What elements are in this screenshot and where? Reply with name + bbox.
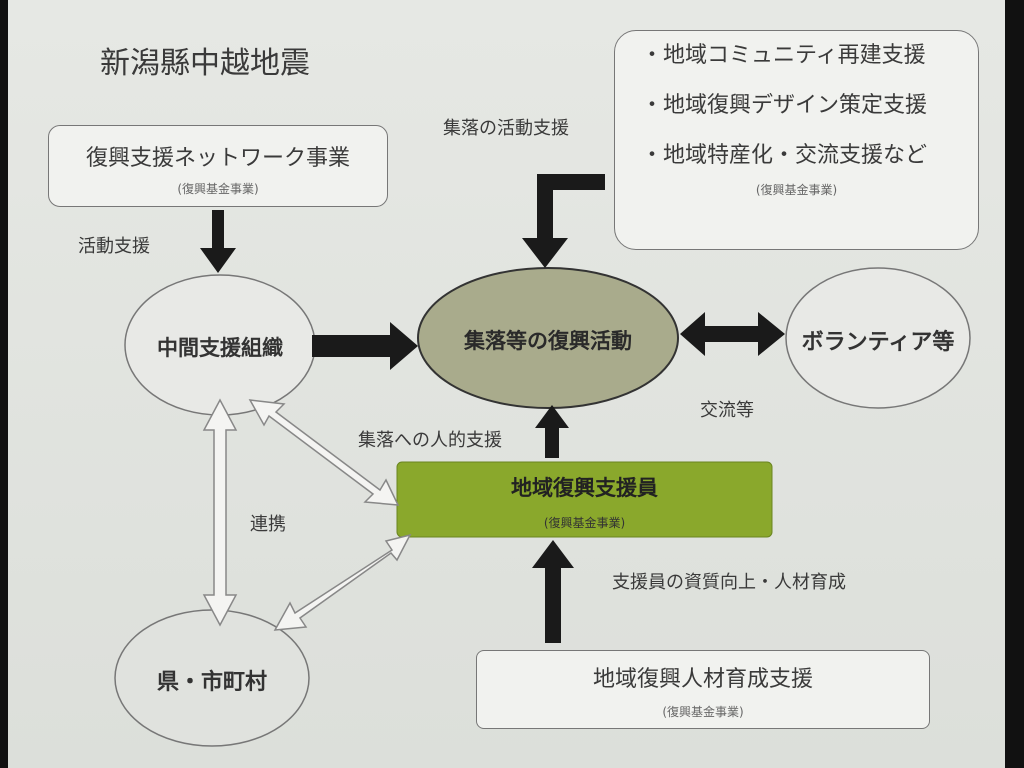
training-box-label: 地域復興人材育成支援 [592, 667, 813, 692]
label-quality-improvement: 支援員の資質向上・人材育成 [612, 572, 846, 593]
node-volunteer [785, 267, 971, 409]
node-community-label: 集落等の復興活動 [464, 329, 632, 353]
arrow-supporter-to-community [535, 405, 569, 458]
label-exchange: 交流等 [700, 400, 754, 421]
arrow-cooperation-vertical [202, 398, 238, 627]
arrow-cooperation-intermediate-supporter [248, 399, 400, 506]
arrow-cooperation-prefecture-supporter [273, 533, 412, 631]
arrow-training-to-supporter [532, 540, 574, 643]
support-item: ・地域特産化・交流支援など [641, 143, 928, 168]
arrow-list-to-community [522, 174, 605, 268]
label-activity-support: 活動支援 [78, 236, 150, 257]
label-community-activity-support: 集落の活動支援 [443, 118, 569, 139]
training-box: 地域復興人材育成支援 (復興基金事業) [476, 650, 930, 729]
node-prefecture-label: 県・市町村 [156, 670, 267, 695]
network-box-note: (復興基金事業) [177, 182, 259, 196]
arrow-network-to-intermediate [200, 210, 236, 273]
network-box: 復興支援ネットワーク事業 (復興基金事業) [48, 125, 388, 207]
arrow-intermediate-to-community [312, 322, 418, 370]
arrow-community-volunteer [680, 312, 785, 356]
label-human-support: 集落への人的支援 [358, 430, 502, 451]
support-list-note: (復興基金事業) [755, 183, 838, 197]
network-box-label: 復興支援ネットワーク事業 [85, 146, 350, 171]
node-supporter-label: 地域復興支援員 [511, 476, 658, 500]
node-volunteer-label: ボランティア等 [801, 330, 955, 355]
node-community [417, 267, 679, 409]
support-item: ・地域復興デザイン策定支援 [641, 93, 928, 118]
node-intermediate-label: 中間支援組織 [157, 336, 283, 360]
node-supporter [396, 461, 773, 538]
page-title: 新潟縣中越地震 [100, 46, 310, 81]
label-cooperation: 連携 [250, 514, 286, 535]
support-item: ・地域コミュニティ再建支援 [641, 43, 926, 68]
support-list-box: ・地域コミュニティ再建支援 ・地域復興デザイン策定支援 ・地域特産化・交流支援な… [614, 30, 979, 250]
training-box-note: (復興基金事業) [662, 705, 744, 719]
node-supporter-note: (復興基金事業) [543, 516, 626, 530]
